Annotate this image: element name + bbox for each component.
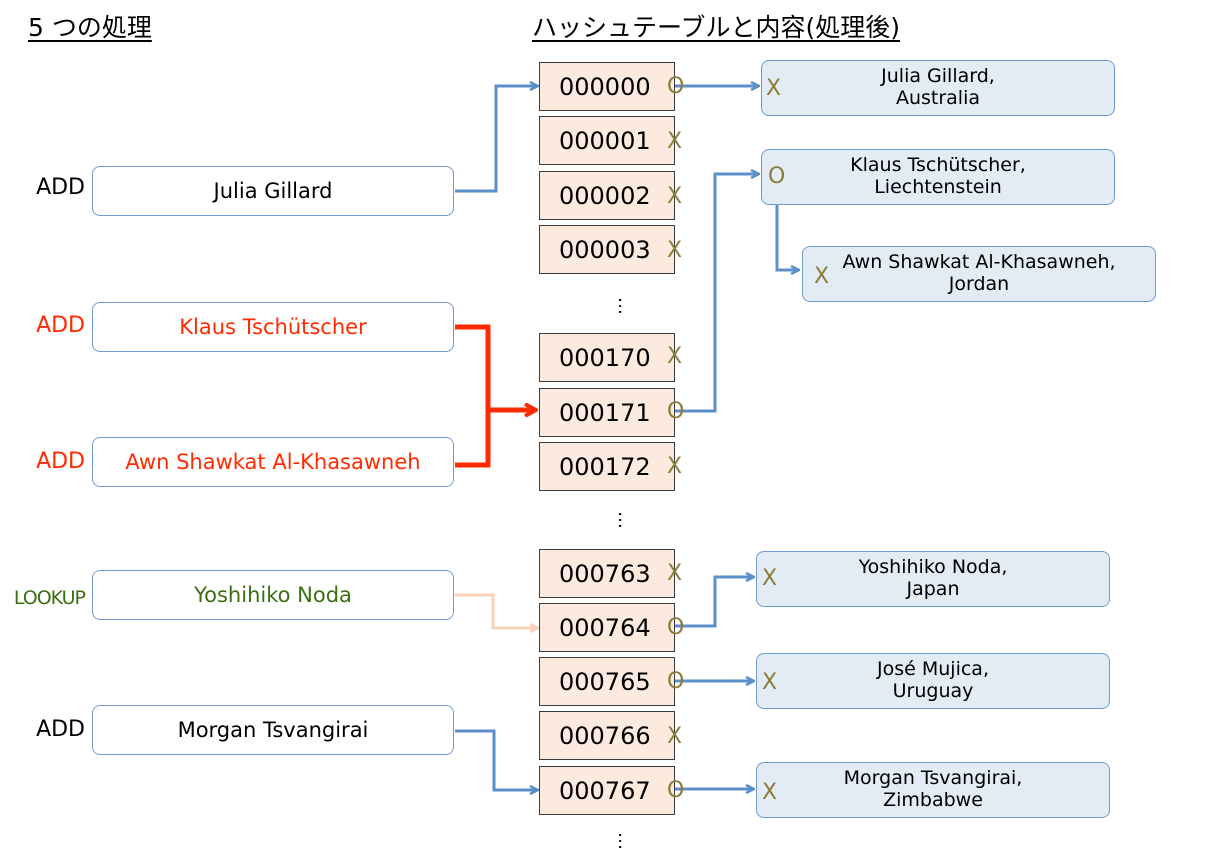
entry-mark: O — [768, 164, 786, 189]
entry-country: Zimbabwe — [883, 789, 983, 811]
entry-name: Klaus Tschütscher, — [850, 154, 1026, 176]
operations-heading: 5 つの処理 — [28, 13, 152, 42]
entry-name: José Mujica, — [877, 658, 989, 680]
ellipsis-gap: … — [614, 832, 635, 848]
ellipsis-gap: … — [614, 511, 635, 527]
link-noda-lookup-to-000764 — [455, 593, 537, 628]
entry-mark: X — [762, 566, 778, 591]
slot-mark: O — [667, 615, 685, 640]
slot-000765: 000765 — [539, 657, 675, 706]
entry-country: Australia — [895, 87, 981, 109]
entry-country: Liechtenstein — [874, 176, 1002, 198]
slot-000171: 000171 — [539, 388, 675, 437]
entry-julia-gillard: Julia Gillard, Australia — [761, 60, 1115, 116]
entry-mark: X — [762, 780, 778, 805]
slot-000001: 000001 — [539, 116, 675, 165]
slot-000766: 000766 — [539, 711, 675, 760]
entry-country: Japan — [906, 578, 960, 600]
slot-mark: X — [667, 344, 683, 369]
slot-mark: X — [667, 129, 683, 154]
entry-name: Julia Gillard, — [881, 65, 995, 87]
slot-mark: X — [667, 561, 683, 586]
entry-awn-shawkat-al-khasawneh: Awn Shawkat Al-Khasawneh, Jordan — [802, 246, 1156, 302]
slot-mark: O — [667, 778, 685, 803]
slot-mark: X — [667, 238, 683, 263]
entry-name: Morgan Tsvangirai, — [843, 767, 1023, 789]
link-chain-klaus-to-awn — [775, 180, 798, 270]
link-000764-to-entry — [675, 577, 753, 628]
link-000171-to-entry — [675, 174, 758, 413]
slot-000172: 000172 — [539, 442, 675, 491]
slot-000000: 000000 — [539, 62, 675, 111]
slot-000764: 000764 — [539, 603, 675, 652]
slot-000170: 000170 — [539, 333, 675, 382]
entry-mark: X — [814, 264, 830, 289]
op-name-box: Yoshihiko Noda — [92, 570, 454, 620]
entry-yoshihiko-noda: Yoshihiko Noda, Japan — [756, 551, 1110, 607]
entry-country: Uruguay — [892, 680, 974, 702]
slot-000767: 000767 — [539, 766, 675, 815]
entry-name: Yoshihiko Noda, — [858, 556, 1008, 578]
link-klaus-to-000171 — [455, 324, 491, 468]
slot-mark: O — [667, 669, 685, 694]
link-julia-to-000000 — [455, 86, 537, 193]
op-type-label: ADD — [36, 175, 85, 200]
entry-mark: X — [766, 76, 782, 101]
op-name-box: Julia Gillard — [92, 166, 454, 216]
entry-morgan-tsvangirai: Morgan Tsvangirai, Zimbabwe — [756, 762, 1110, 818]
ellipsis-gap: … — [614, 297, 635, 313]
op-name-box: Morgan Tsvangirai — [92, 705, 454, 755]
op-type-label: ADD — [36, 449, 85, 474]
slot-mark: X — [667, 724, 683, 749]
slot-000763: 000763 — [539, 549, 675, 598]
entry-mark: X — [762, 670, 778, 695]
link-morgan-to-000767 — [455, 729, 537, 790]
slot-mark: X — [667, 184, 683, 209]
op-type-label: ADD — [36, 313, 85, 338]
op-name-box: Klaus Tschütscher — [92, 302, 454, 352]
entry-klaus-tschutscher: Klaus Tschütscher, Liechtenstein — [761, 149, 1115, 205]
entry-name: Awn Shawkat Al-Khasawneh, — [842, 251, 1116, 273]
op-name-box: Awn Shawkat Al-Khasawneh — [92, 437, 454, 487]
op-type-label: LOOKUP — [13, 587, 86, 609]
op-type-label: ADD — [36, 717, 85, 742]
slot-mark: O — [667, 74, 685, 99]
hash-table-heading: ハッシュテーブルと内容(処理後) — [532, 13, 901, 42]
entry-country: Jordan — [948, 273, 1010, 295]
entry-jose-mujica: José Mujica, Uruguay — [756, 653, 1110, 709]
slot-000002: 000002 — [539, 171, 675, 220]
slot-mark: X — [667, 454, 683, 479]
slot-mark: O — [667, 399, 685, 424]
slot-000003: 000003 — [539, 225, 675, 274]
